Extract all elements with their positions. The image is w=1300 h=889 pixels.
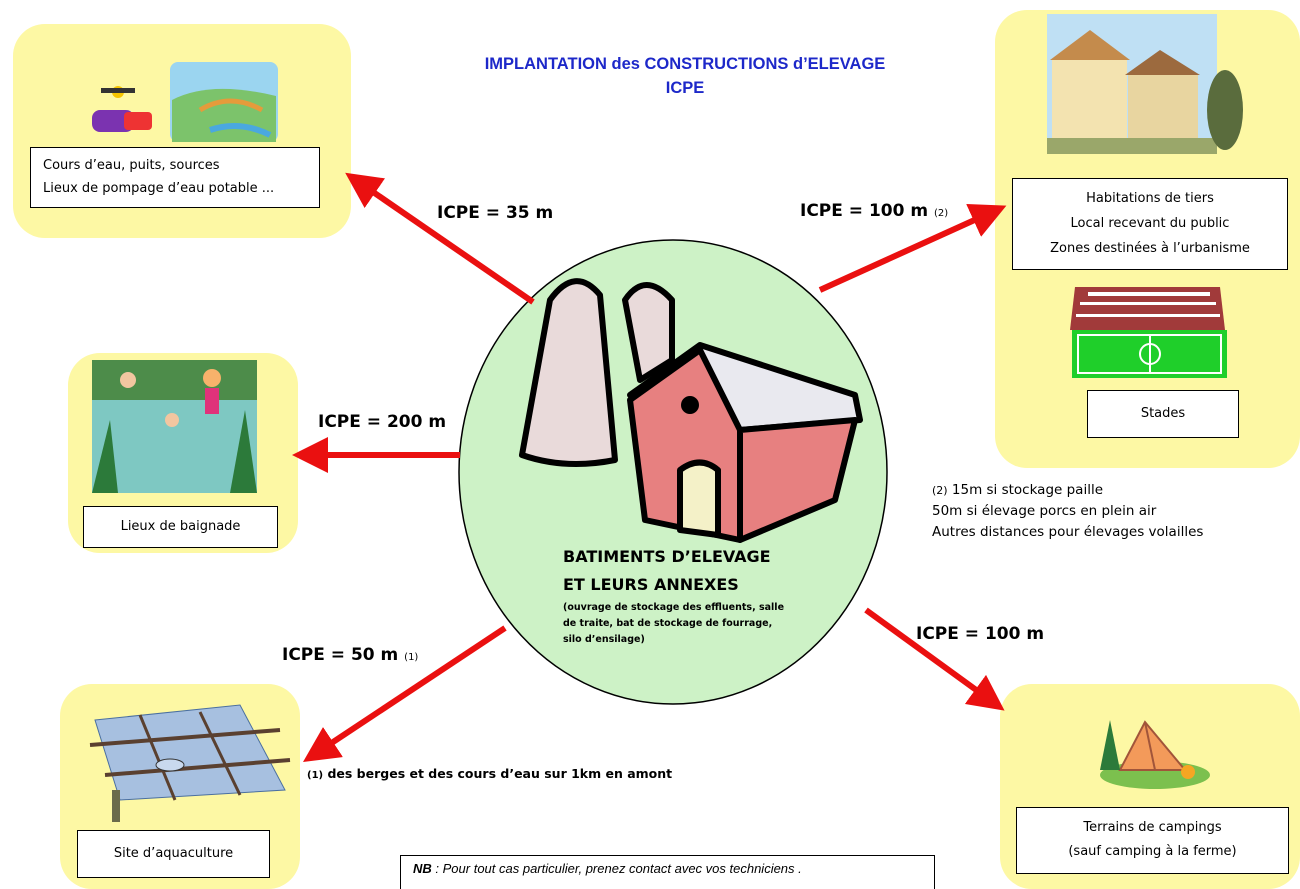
page-title-line2: ICPE [665,79,705,97]
bathing-label-box: Lieux de baignade [83,506,278,548]
page-title: IMPLANTATION des CONSTRUCTIONS d’ELEVAGE… [390,52,980,100]
water-label-box: Cours d’eau, puits, sources Lieux de pom… [30,147,320,208]
distance-housing: ICPE = 100 m (2) [800,201,949,221]
note-2-ref: (2) [932,484,948,497]
landscape-illustration [170,62,278,142]
note-2: (2) 15m si stockage paille 50m si élevag… [932,480,1203,543]
arrow-housing [818,204,1007,293]
center-detail-line3: silo d’ensilage) [563,634,645,645]
arrow-water [345,172,535,305]
camping-label-line1: Terrains de campings [1083,820,1222,835]
nb-box: NB : Pour tout cas particulier, prenez c… [400,855,935,889]
housing-label-line2: Local recevant du public [1070,216,1230,231]
distance-camping: ICPE = 100 m [916,624,1045,644]
water-label-line1: Cours d’eau, puits, sources [43,158,220,173]
water-label-line2: Lieux de pompage d’eau potable ... [43,181,275,196]
village-illustration [1047,14,1243,154]
note-1-text: des berges et des cours d’eau sur 1km en… [327,766,673,781]
farm-building-illustration [519,278,863,543]
center-heading-line1: BATIMENTS D’ELEVAGE [563,547,771,566]
center-heading: BATIMENTS D’ELEVAGE ET LEURS ANNEXES [563,543,771,599]
bathing-label: Lieux de baignade [120,519,241,534]
housing-label-line3: Zones destinées à l’urbanisme [1050,241,1250,256]
distance-bathing: ICPE = 200 m [318,412,447,432]
nb-text: : Pour tout cas particulier, prenez cont… [435,861,802,876]
bathing-illustration [92,360,257,493]
aquaculture-illustration [89,704,291,822]
camping-label-box: Terrains de campings (sauf camping à la … [1016,807,1289,874]
aquaculture-label-box: Site d’aquaculture [77,830,270,878]
arrow-camping [864,607,1005,711]
center-detail-line1: (ouvrage de stockage des effluents, sall… [563,602,785,613]
stadium-illustration [1070,287,1227,378]
camping-label-line2: (sauf camping à la ferme) [1068,844,1237,859]
note-2-line2: 50m si élevage porcs en plein air [932,503,1157,519]
distance-housing-ref: (2) [934,208,949,219]
distance-aquaculture-ref: (1) [404,652,419,663]
housing-label-box: Habitations de tiers Local recevant du p… [1012,178,1288,270]
water-tap-illustration [92,86,152,132]
note-1: (1) des berges et des cours d’eau sur 1k… [307,766,672,781]
note-1-ref: (1) [307,770,324,781]
note-2-line3: Autres distances pour élevages volailles [932,524,1204,540]
center-detail-line2: de traite, bat de stockage de fourrage, [563,618,773,629]
center-heading-line2: ET LEURS ANNEXES [563,575,739,594]
aquaculture-label: Site d’aquaculture [113,846,234,861]
center-detail: (ouvrage de stockage des effluents, sall… [563,600,784,648]
nb-label: NB [413,861,432,876]
note-2-line1: 15m si stockage paille [951,482,1104,498]
stadium-label: Stades [1140,406,1186,421]
distance-aquaculture: ICPE = 50 m (1) [282,645,419,665]
distance-water: ICPE = 35 m [437,203,554,223]
housing-label-line1: Habitations de tiers [1086,191,1214,206]
arrow-aquaculture [302,625,507,762]
stadium-label-box: Stades [1087,390,1239,438]
camping-illustration [1100,720,1210,789]
page-title-line1: IMPLANTATION des CONSTRUCTIONS d’ELEVAGE [484,55,886,73]
